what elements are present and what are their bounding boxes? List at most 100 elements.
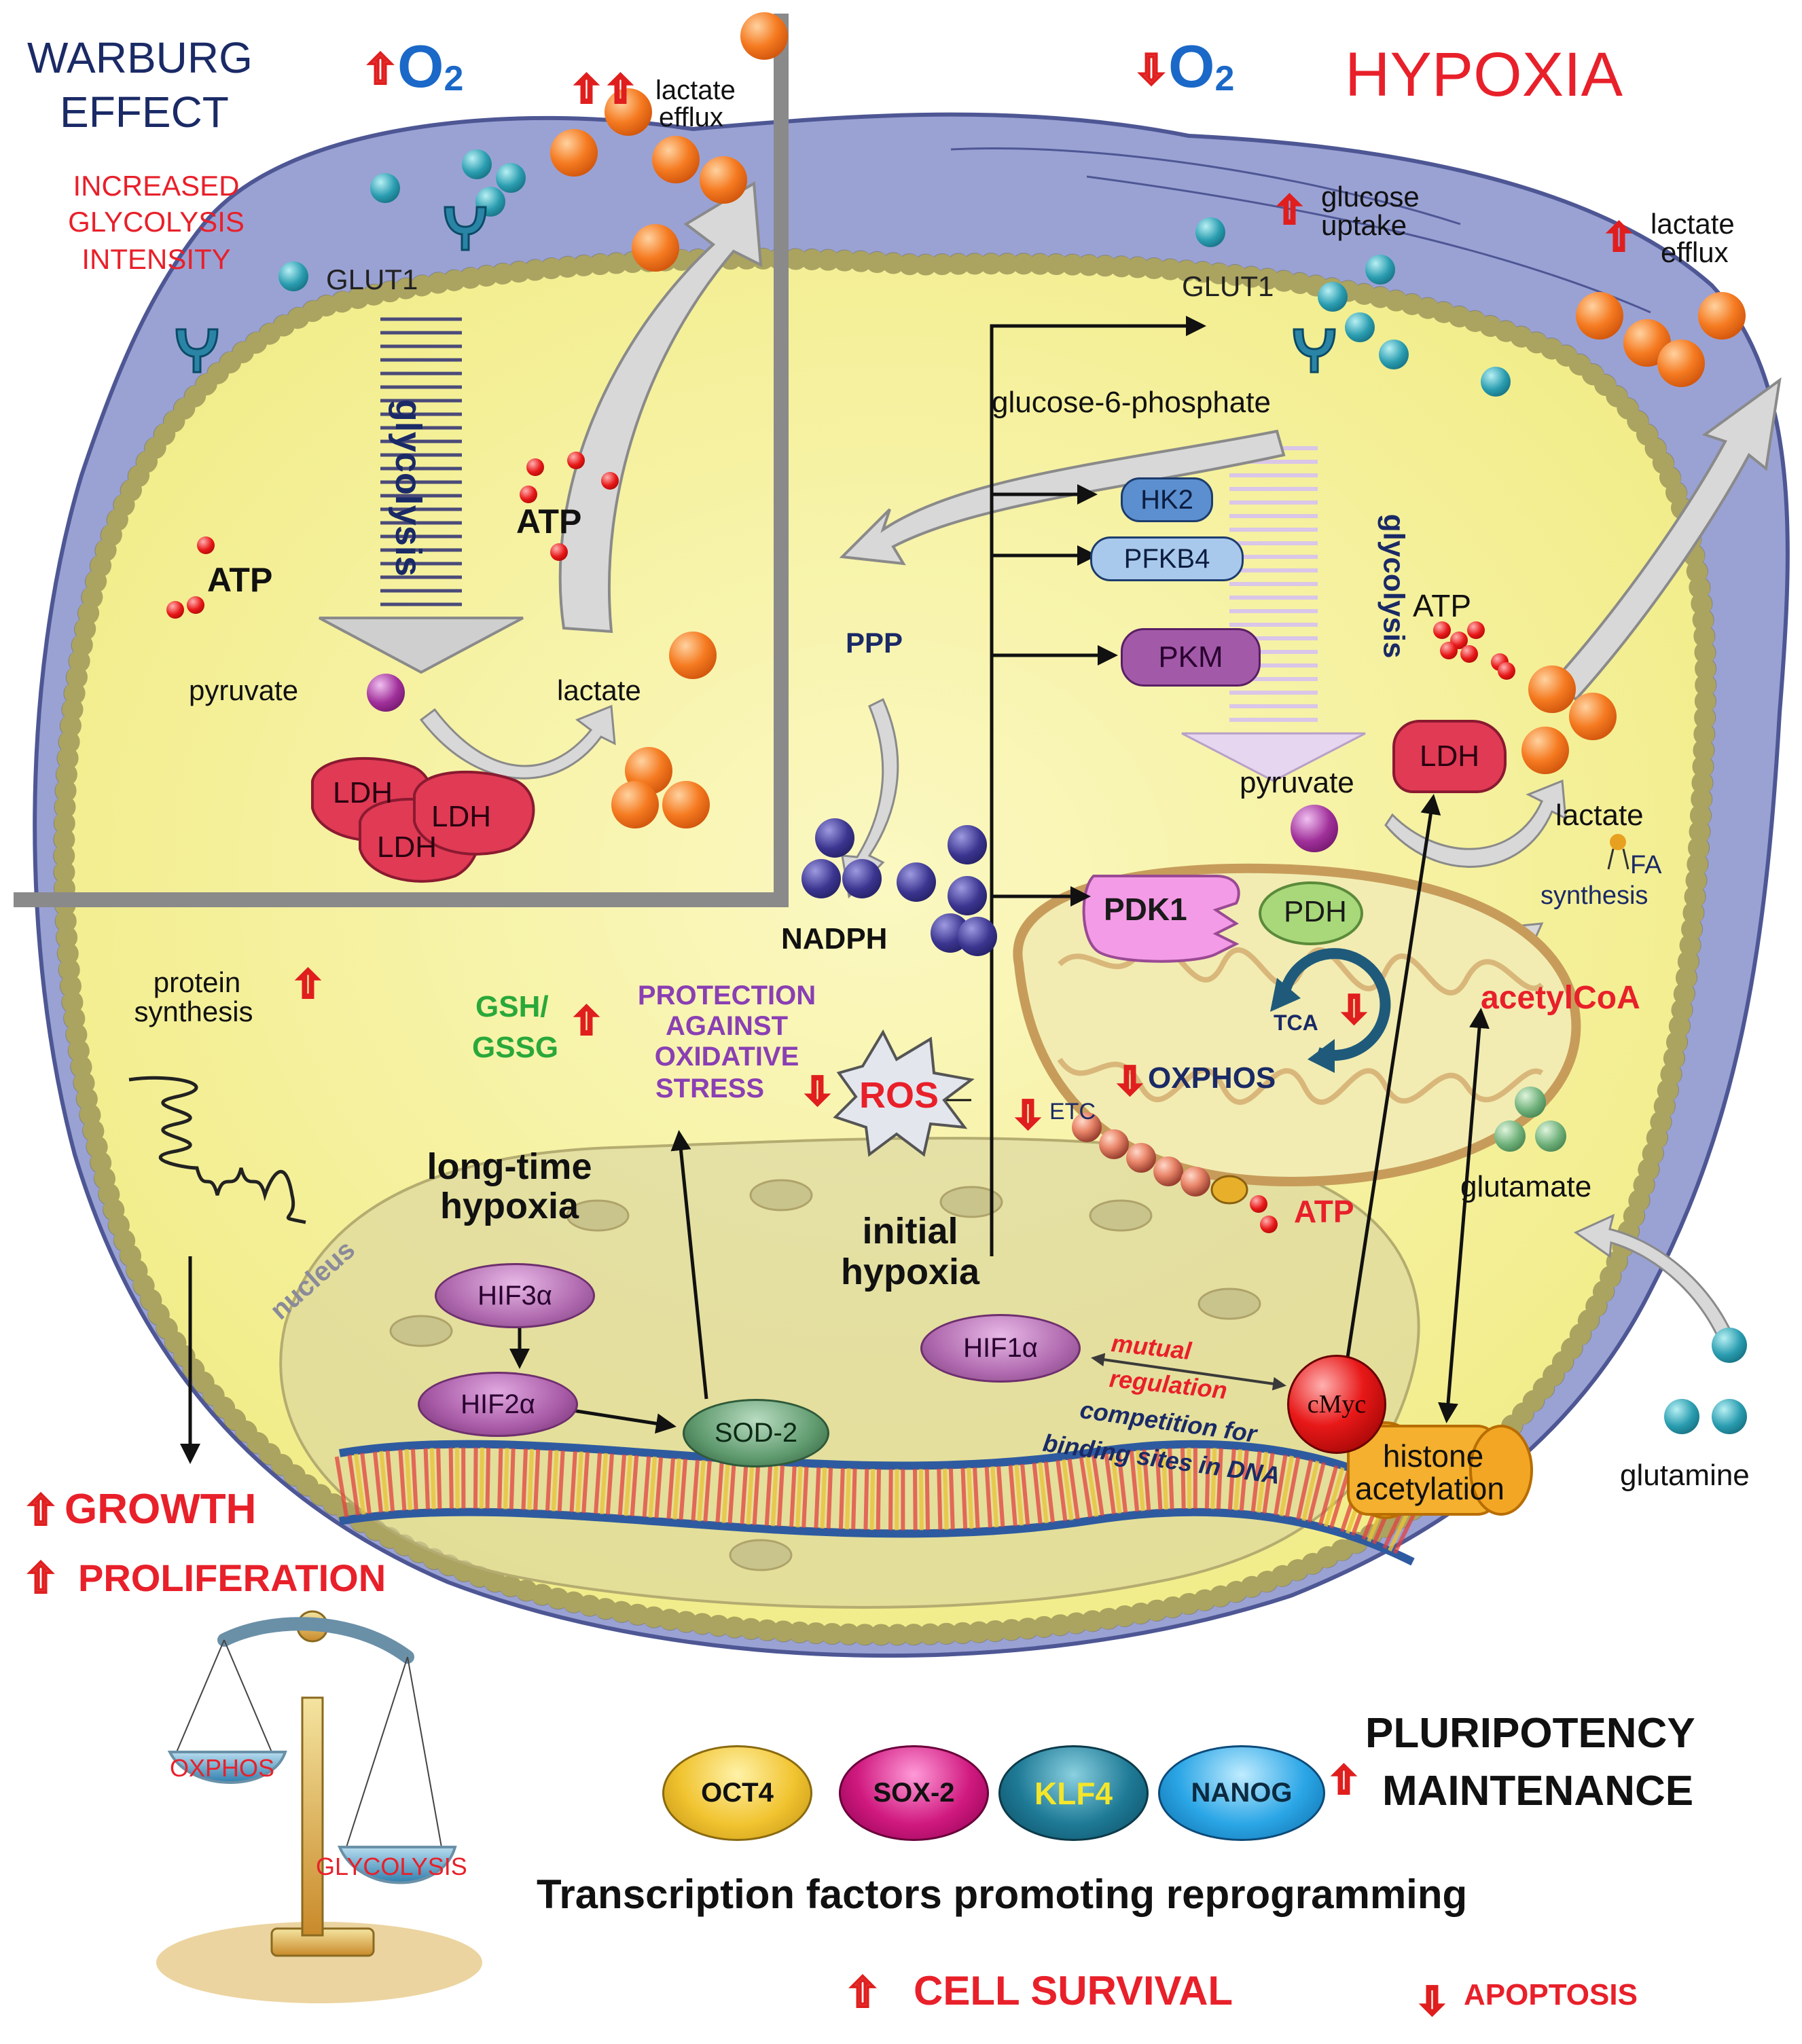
glutamate-molecule	[1535, 1120, 1566, 1152]
nadph-molecule	[948, 876, 987, 915]
up-arrow-icon	[1274, 189, 1305, 233]
pdh-label: PDH	[1284, 895, 1347, 928]
tca-label: TCA	[1274, 1010, 1318, 1035]
pyruvate-molecule	[1291, 805, 1338, 852]
histone-acetylation-line1: histone	[1382, 1438, 1484, 1474]
g6p-label: glucose-6-phosphate	[992, 386, 1271, 419]
ros-star	[833, 1029, 975, 1157]
atp-molecule	[1460, 645, 1478, 663]
warburg-o2-label: O2	[397, 33, 464, 100]
atp-molecule	[550, 543, 568, 561]
up-arrow-icon	[292, 963, 324, 1007]
scale-glycolysis-label: GLYCOLYSIS	[316, 1853, 467, 1880]
histone-acetylation-line2: acetylation	[1355, 1471, 1504, 1506]
pdk1-label: PDK1	[1104, 892, 1187, 927]
lactate-molecule	[1576, 292, 1623, 340]
atp-molecule	[601, 472, 619, 490]
protection-line4: STRESS	[655, 1074, 765, 1103]
right-glycolysis-label: glycolysis	[1377, 513, 1411, 659]
tca-cycle-icon	[1270, 948, 1391, 1073]
up-arrow-icon	[571, 68, 602, 112]
initial-hypoxia-line2: hypoxia	[840, 1252, 980, 1292]
lactate-molecule	[1528, 665, 1576, 713]
balance-scale	[156, 1610, 482, 2003]
left-ldh-group	[311, 756, 535, 883]
atp-molecule	[1260, 1216, 1278, 1233]
cmyc-factor: cMyc	[1287, 1355, 1386, 1454]
pfkb4-enzyme: PFKB4	[1090, 536, 1244, 581]
histone-acetylation-block	[1347, 1421, 1533, 1519]
up-arrow-icon	[1328, 1759, 1360, 1803]
lactate-molecule	[611, 781, 659, 828]
pdk1-shape	[1082, 875, 1240, 963]
sod2-factor: SOD-2	[683, 1399, 829, 1467]
increased-glycolysis-line2: GLYCOLYSIS	[68, 206, 245, 238]
right-lactate-efflux-arrow	[1553, 377, 1782, 701]
glutamine-label: glutamine	[1620, 1459, 1750, 1492]
right-lactate-efflux-line1: lactate	[1651, 208, 1735, 240]
down-arrow-icon	[801, 1070, 833, 1114]
glut1-transporter-icon	[173, 326, 221, 373]
hif2a-factor: HIF2α	[418, 1372, 578, 1437]
right-pyruvate-lactate-arrow	[1384, 779, 1567, 868]
increased-glycolysis-line1: INCREASED	[73, 170, 240, 202]
left-lactate-efflux-line1: lactate	[655, 75, 736, 105]
glucose-molecule	[1481, 367, 1511, 397]
tf-oct4: OCT4	[662, 1745, 812, 1841]
lactate-molecule	[740, 12, 788, 60]
lactate-molecule	[1569, 693, 1617, 740]
glucose-uptake-line1: glucose	[1321, 181, 1420, 213]
glutamine-molecule	[1712, 1399, 1747, 1434]
left-glycolysis-ladder	[380, 317, 462, 606]
atp-molecule	[567, 452, 585, 469]
glucose-molecule	[1318, 282, 1348, 312]
pluripotency-line2: MAINTENANCE	[1382, 1768, 1694, 1814]
up-arrow-icon	[1603, 216, 1635, 260]
protein-synthesis-line2: synthesis	[134, 996, 253, 1027]
glutamate-molecule	[1515, 1087, 1546, 1118]
pkm-enzyme: PKM	[1121, 628, 1261, 687]
nadph-molecule	[958, 917, 997, 956]
glutamine-molecule	[1712, 1328, 1747, 1363]
glucose-molecule	[1345, 312, 1375, 342]
hif3a-factor: HIF3α	[435, 1263, 595, 1328]
up-arrow-icon	[605, 68, 636, 112]
right-glycolysis-arrowhead	[1181, 732, 1366, 782]
glutamate-molecule	[1494, 1120, 1526, 1152]
lactate-molecule	[700, 156, 747, 204]
atp-molecule	[1498, 662, 1515, 680]
cell-survival-label: CELL SURVIVAL	[914, 1968, 1233, 2013]
hypoxia-title: HYPOXIA	[1345, 40, 1623, 109]
atp-molecule	[1433, 621, 1451, 639]
fa-label-line2: synthesis	[1540, 881, 1648, 910]
tf-nanog: NANOG	[1158, 1745, 1325, 1841]
right-pyruvate-label: pyruvate	[1240, 766, 1354, 799]
left-ldh-label-1: LDH	[333, 776, 393, 809]
glucose-molecule	[370, 173, 400, 203]
tf-klf4: KLF4	[998, 1745, 1149, 1841]
fa-lipid-icon	[1610, 834, 1626, 850]
right-ldh-enzyme: LDH	[1392, 720, 1507, 793]
warburg-frame	[14, 14, 789, 907]
protection-line3: OXIDATIVE	[654, 1042, 799, 1072]
left-glut1-label: GLUT1	[326, 263, 418, 295]
glutamate-label: glutamate	[1460, 1170, 1592, 1203]
right-glut1-label: GLUT1	[1182, 270, 1274, 302]
down-arrow-icon	[1134, 46, 1168, 94]
atp-molecule	[526, 458, 544, 476]
protection-line2: AGAINST	[666, 1011, 788, 1041]
nadph-molecule	[842, 859, 882, 898]
down-arrow-icon	[1338, 988, 1370, 1032]
lactate-molecule	[1521, 727, 1569, 774]
lactate-molecule	[662, 781, 710, 828]
glucose-molecule	[1365, 255, 1395, 285]
long-time-hypoxia-line2: hypoxia	[439, 1186, 579, 1226]
atp-molecule	[1250, 1195, 1267, 1213]
dna-strand	[334, 1440, 1427, 1566]
nadph-molecule	[948, 825, 987, 864]
glut1-transporter-icon	[442, 204, 489, 251]
lactate-molecule	[652, 136, 700, 183]
proliferation-label: PROLIFERATION	[78, 1556, 386, 1599]
protein-synthesis-strand	[128, 1076, 306, 1224]
lactate-molecule	[550, 129, 598, 177]
